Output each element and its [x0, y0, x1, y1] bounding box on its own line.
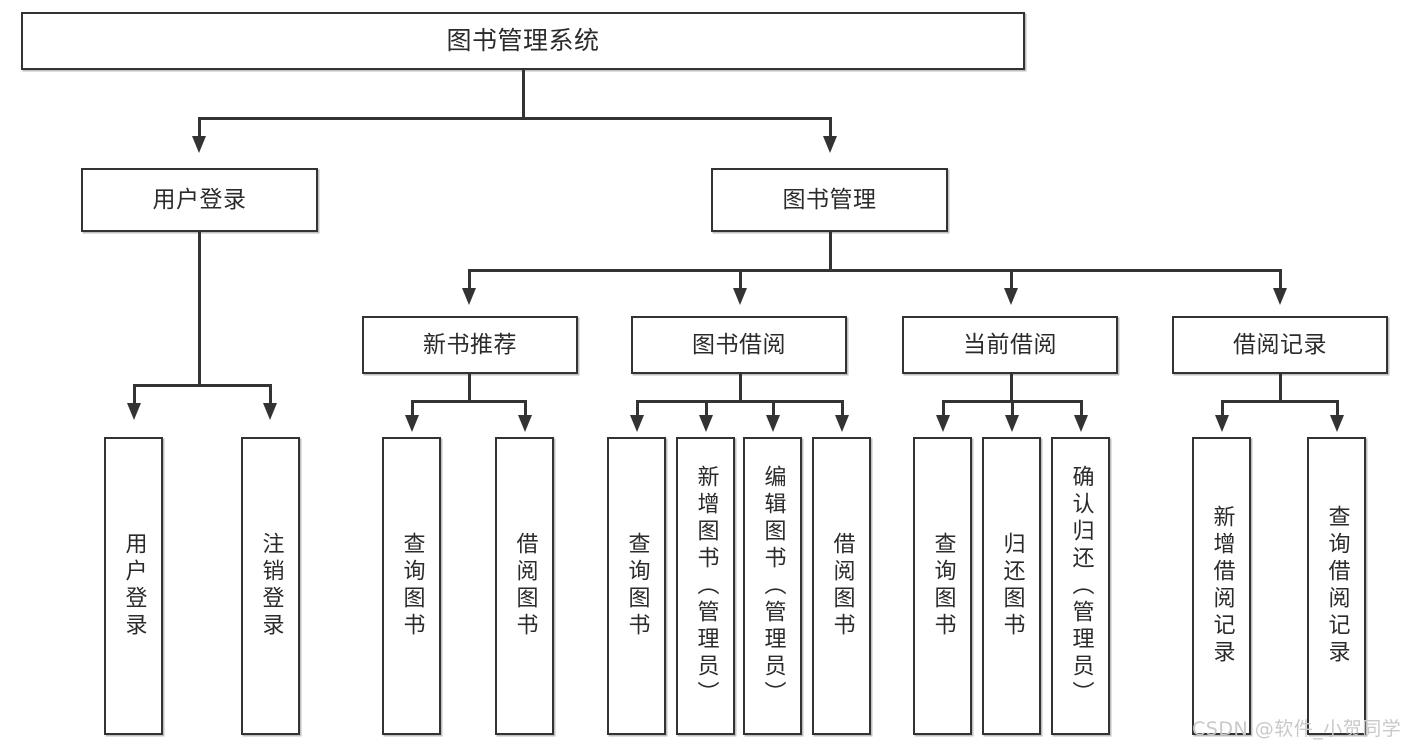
node-root-library-system[interactable]: 图书管理系统	[21, 12, 1025, 70]
connector-book-borrow-leaf4	[841, 400, 844, 418]
connector-book-borrow-bus	[636, 400, 843, 403]
csdn-watermark: CSDN @软件_小贺同学	[1192, 718, 1402, 740]
node-label: 注销登录	[258, 532, 284, 640]
arrowhead-current-borrow-leaf1	[936, 415, 950, 432]
leaf-borrow-record-query[interactable]: 查询借阅记录	[1307, 437, 1366, 735]
node-book-management[interactable]: 图书管理	[711, 168, 948, 232]
leaf-new-book-query[interactable]: 查询图书	[382, 437, 441, 735]
arrowhead-new-book-leaf1	[405, 415, 419, 432]
leaf-current-borrow-return[interactable]: 归还图书	[982, 437, 1041, 735]
connector-borrow-record-bus	[1221, 400, 1338, 403]
arrowhead-borrow-record-leaf1	[1215, 415, 1229, 432]
connector-new-book-stem	[468, 374, 471, 402]
node-label: 归还图书	[999, 532, 1025, 640]
arrowhead-to-book-borrow	[733, 288, 747, 305]
node-label: 编辑图书（管理员）	[760, 464, 786, 708]
connector-borrow-record-leaf2	[1336, 400, 1339, 418]
leaf-book-borrow-add[interactable]: 新增图书（管理员）	[676, 437, 735, 735]
arrowhead-borrow-record-leaf2	[1330, 415, 1344, 432]
leaf-user-login-logout[interactable]: 注销登录	[241, 437, 300, 735]
node-label: 图书管理系统	[446, 25, 600, 55]
arrowhead-current-borrow-leaf3	[1074, 415, 1088, 432]
node-current-borrow[interactable]: 当前借阅	[902, 316, 1118, 374]
leaf-current-borrow-confirm-return[interactable]: 确认归还（管理员）	[1051, 437, 1110, 735]
arrowhead-user-login-leaf2	[263, 403, 277, 420]
leaf-new-book-borrow[interactable]: 借阅图书	[495, 437, 554, 735]
node-label: 查询借阅记录	[1324, 505, 1350, 667]
arrowhead-to-user-login	[192, 136, 206, 153]
node-label: 借阅图书	[829, 532, 855, 640]
node-label: 图书借阅	[692, 331, 786, 358]
connector-borrow-record-leaf1	[1221, 400, 1224, 418]
node-label: 新增图书（管理员）	[693, 464, 719, 708]
node-label: 当前借阅	[963, 331, 1057, 358]
node-label: 借阅记录	[1233, 331, 1327, 358]
connector-current-borrow-leaf2	[1011, 400, 1014, 418]
connector-user-login-leaf1	[133, 384, 136, 406]
connector-current-borrow-leaf1	[942, 400, 945, 418]
arrowhead-current-borrow-leaf2	[1005, 415, 1019, 432]
connector-level3-bus	[468, 269, 1282, 272]
leaf-borrow-record-add[interactable]: 新增借阅记录	[1192, 437, 1251, 735]
connector-new-book-bus	[411, 400, 526, 403]
arrowhead-to-new-book	[462, 288, 476, 305]
node-label: 新书推荐	[423, 331, 517, 358]
arrowhead-book-borrow-leaf3	[766, 415, 780, 432]
connector-user-login-stem	[198, 232, 201, 386]
node-label: 查询图书	[930, 532, 956, 640]
arrowhead-new-book-leaf2	[518, 415, 532, 432]
arrowhead-to-borrow-record	[1273, 288, 1287, 305]
connector-current-borrow-leaf3	[1080, 400, 1083, 418]
connector-to-new-book	[468, 269, 471, 291]
node-user-login[interactable]: 用户登录	[81, 168, 318, 232]
connector-root-stem	[522, 70, 525, 118]
connector-user-login-bus	[133, 384, 271, 387]
leaf-book-borrow-query[interactable]: 查询图书	[607, 437, 666, 735]
leaf-user-login-login[interactable]: 用户登录	[104, 437, 163, 735]
connector-new-book-leaf2	[524, 400, 527, 418]
node-label: 查询图书	[624, 532, 650, 640]
connector-user-login-leaf2	[269, 384, 272, 406]
node-label: 用户登录	[152, 186, 247, 213]
arrowhead-to-current-borrow	[1004, 288, 1018, 305]
arrowhead-book-borrow-leaf1	[630, 415, 644, 432]
arrowhead-to-book-manage	[823, 136, 837, 153]
connector-book-borrow-leaf1	[636, 400, 639, 418]
leaf-book-borrow-borrow[interactable]: 借阅图书	[812, 437, 871, 735]
connector-book-borrow-leaf3	[772, 400, 775, 418]
node-label: 借阅图书	[512, 532, 538, 640]
connector-to-user-login	[198, 117, 201, 139]
connector-to-book-manage	[829, 117, 832, 139]
node-borrow-record[interactable]: 借阅记录	[1172, 316, 1388, 374]
node-label: 查询图书	[399, 532, 425, 640]
node-book-borrow[interactable]: 图书借阅	[631, 316, 847, 374]
node-label: 用户登录	[121, 532, 147, 640]
arrowhead-book-borrow-leaf4	[835, 415, 849, 432]
connector-level2-bus	[198, 117, 832, 120]
node-label: 确认归还（管理员）	[1068, 464, 1094, 708]
node-label: 图书管理	[782, 186, 877, 213]
connector-book-borrow-stem	[739, 374, 742, 402]
arrowhead-book-borrow-leaf2	[699, 415, 713, 432]
connector-book-borrow-leaf2	[705, 400, 708, 418]
leaf-current-borrow-query[interactable]: 查询图书	[913, 437, 972, 735]
connector-to-book-borrow	[739, 269, 742, 291]
node-label: 新增借阅记录	[1209, 505, 1235, 667]
connector-to-current-borrow	[1010, 269, 1013, 291]
connector-to-borrow-record	[1279, 269, 1282, 291]
connector-borrow-record-stem	[1279, 374, 1282, 402]
connector-new-book-leaf1	[411, 400, 414, 418]
connector-current-borrow-stem	[1010, 374, 1013, 402]
arrowhead-user-login-leaf1	[127, 403, 141, 420]
node-new-book-recommend[interactable]: 新书推荐	[362, 316, 578, 374]
leaf-book-borrow-edit[interactable]: 编辑图书（管理员）	[743, 437, 802, 735]
connector-book-manage-stem	[829, 232, 832, 271]
